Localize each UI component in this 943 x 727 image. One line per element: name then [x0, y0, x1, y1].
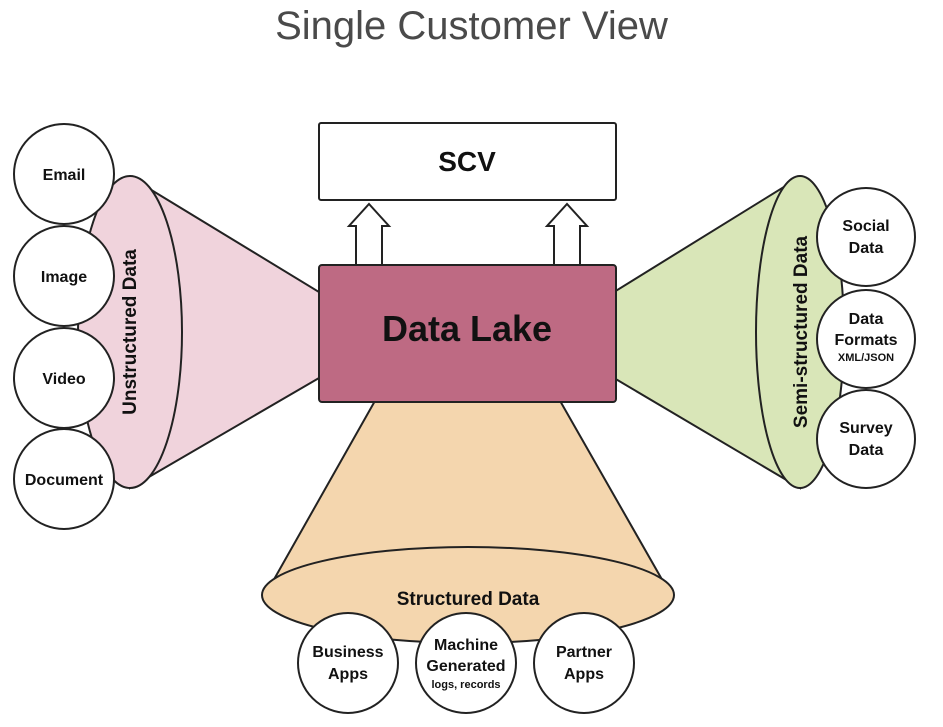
structured-label: Structured Data — [397, 589, 540, 610]
structured-item-line1: Business — [312, 644, 383, 661]
structured-item-line1: Partner — [556, 644, 612, 661]
structured-item-sub: logs, records — [431, 679, 500, 691]
semistructured-item-line2: Formats — [834, 332, 897, 349]
structured-item-line1: Machine — [434, 637, 498, 654]
structured-item: Machine Generated logs, records — [415, 612, 517, 714]
semistructured-item-line1: Data — [849, 311, 884, 328]
semistructured-item-line2: Data — [849, 442, 884, 459]
scv-box — [318, 122, 617, 201]
unstructured-item: Email — [13, 123, 115, 225]
unstructured-item-label: Document — [25, 472, 104, 489]
semistructured-label: Semi-structured Data — [791, 235, 812, 428]
unstructured-cone — [77, 175, 320, 490]
unstructured-item-label: Video — [42, 371, 86, 388]
page-title: Single Customer View — [275, 4, 668, 48]
semistructured-item-line2: Data — [849, 240, 884, 257]
unstructured-item: Image — [13, 225, 115, 327]
arrow-up-icon — [544, 202, 590, 266]
data-lake-box — [318, 264, 617, 403]
unstructured-item: Document — [13, 428, 115, 530]
unstructured-item-label: Image — [41, 269, 87, 286]
semistructured-item: Survey Data — [816, 389, 916, 489]
semistructured-item: Data Formats XML/JSON — [816, 289, 916, 389]
structured-item: Business Apps — [297, 612, 399, 714]
structured-item-line2: Apps — [564, 666, 604, 683]
scv-label: SCV — [438, 146, 496, 177]
semistructured-item: Social Data — [816, 187, 916, 287]
unstructured-item: Video — [13, 327, 115, 429]
semistructured-item-line1: Social — [842, 218, 889, 235]
semistructured-item-sub: XML/JSON — [838, 352, 894, 364]
structured-item-line2: Apps — [328, 666, 368, 683]
structured-item-line2: Generated — [426, 658, 505, 675]
arrow-up-icon — [346, 202, 392, 266]
unstructured-item-label: Email — [43, 167, 86, 184]
unstructured-label: Unstructured Data — [120, 249, 141, 415]
data-lake-label: Data Lake — [382, 308, 552, 349]
semistructured-item-line1: Survey — [839, 420, 892, 437]
structured-item: Partner Apps — [533, 612, 635, 714]
